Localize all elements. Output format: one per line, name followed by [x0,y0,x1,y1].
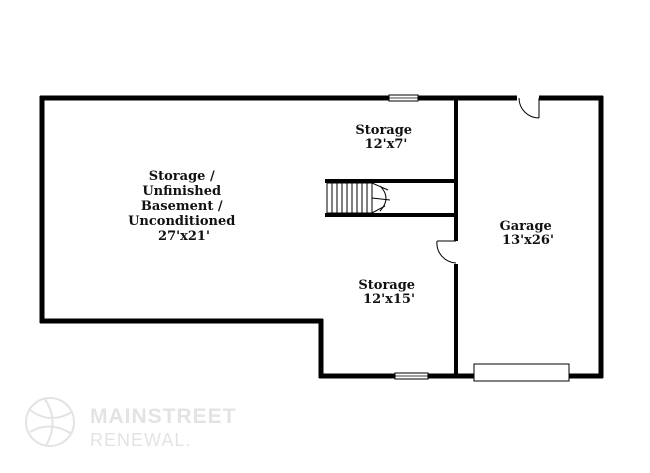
garage-door [473,363,570,382]
door-exterior-swing [518,97,540,119]
mainstreet-renewal-logo: MAINSTREET RENEWAL. [25,397,237,450]
room-label-garage: Garage 13'x26' [500,219,557,248]
windows [388,94,429,380]
interior-walls [325,98,458,376]
room-label-storage-top: Storage 12'x7' [355,123,416,152]
logo-line1: MAINSTREET [90,405,237,428]
stair-winder [371,182,391,214]
room-label-basement: Storage / Unfinished Basement / Uncondit… [128,169,240,244]
stair-outline [326,182,373,214]
room-label-storage-bottom: Storage 12'x15' [358,278,419,307]
stairs [326,182,391,214]
room-labels: Storage / Unfinished Basement / Uncondit… [128,123,557,307]
logo-line2: RENEWAL. [90,430,191,450]
door-garage-swing [436,240,457,264]
doors [436,97,540,264]
exterior-walls [39,95,604,379]
logo-globe-icon [25,397,75,447]
